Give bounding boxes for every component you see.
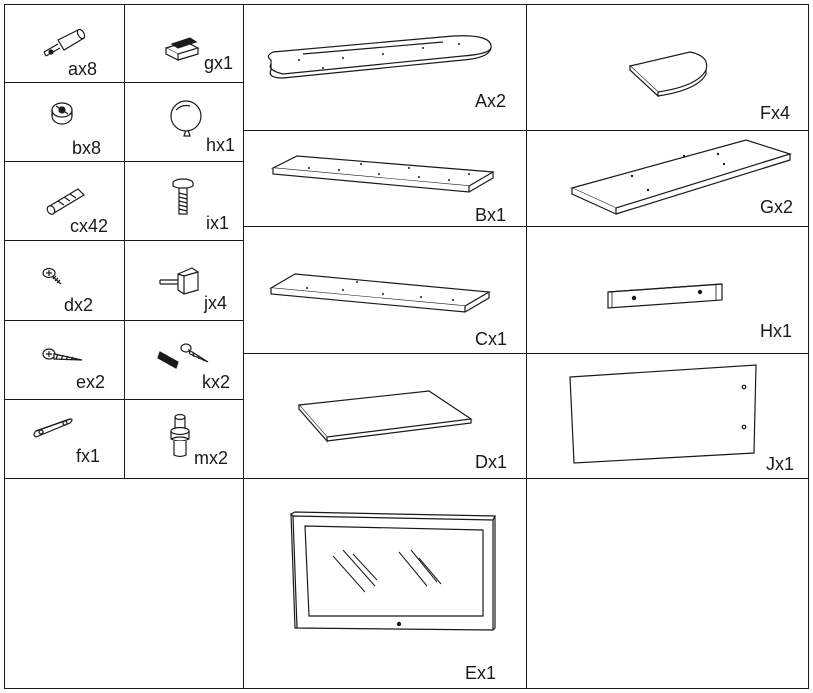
panel-label: Bx1 <box>475 205 507 225</box>
hardware-label: bx8 <box>72 138 102 158</box>
long-board-c-drawing <box>267 268 495 314</box>
panel-label: Jx1 <box>766 454 795 474</box>
bolt-icon <box>170 177 196 217</box>
connector-plate-icon <box>28 415 78 441</box>
hardware-label: kx2 <box>202 372 231 392</box>
cell-hardware-h: hx1 <box>124 82 243 161</box>
panel-label: Cx1 <box>475 329 508 349</box>
side-board-g-drawing <box>568 136 792 226</box>
cell-panel-e: Ex1 <box>243 478 526 689</box>
cell-hardware-a: ax8 <box>4 4 124 82</box>
hardware-label: ex2 <box>76 372 106 392</box>
hardware-label: dx2 <box>64 295 94 315</box>
hardware-label: jx4 <box>204 293 228 313</box>
cell-hardware-e: ex2 <box>4 320 124 399</box>
cell-panel-f: Fx4 <box>526 4 809 130</box>
curved-top-panel-drawing <box>263 30 499 86</box>
panel-label: Gx2 <box>760 197 794 217</box>
cam-bolt-icon <box>40 26 90 60</box>
connector-block-icon <box>162 32 202 62</box>
panel-label: Hx1 <box>760 321 793 341</box>
wood-screw-icon <box>42 346 84 368</box>
short-screw-icon <box>42 266 64 288</box>
knob-icon <box>166 98 206 138</box>
empty-cell-right <box>526 478 809 689</box>
panel-label: Ex1 <box>465 663 497 683</box>
rail-h-drawing <box>604 280 726 314</box>
long-board-b-drawing <box>269 150 499 198</box>
panel-label: Fx4 <box>760 103 791 123</box>
cell-panel-d: Dx1 <box>243 353 526 478</box>
cell-hardware-j: jx4 <box>124 240 243 320</box>
wood-dowel-icon <box>42 185 88 217</box>
cell-hardware-d: dx2 <box>4 240 124 320</box>
hardware-label: ix1 <box>206 213 230 233</box>
cell-hardware-i: ix1 <box>124 161 243 240</box>
shelf-support-icon <box>158 262 200 296</box>
spacer-leg-icon <box>166 411 194 461</box>
panel-label: Ax2 <box>475 91 507 111</box>
wall-anchor-icon <box>156 340 210 372</box>
panel-label: Dx1 <box>475 452 508 472</box>
cell-panel-j: Jx1 <box>526 353 809 478</box>
cam-lock-icon <box>46 100 78 128</box>
cell-panel-b: Bx1 <box>243 130 526 226</box>
cell-panel-a: Ax2 <box>243 4 526 130</box>
hardware-label: mx2 <box>194 448 229 468</box>
cell-hardware-f: fx1 <box>4 399 124 478</box>
hardware-label: cx42 <box>70 216 109 236</box>
hardware-label: gx1 <box>204 53 234 73</box>
cell-panel-h: Hx1 <box>526 226 809 353</box>
back-board-j-drawing <box>566 361 760 465</box>
hardware-label: fx1 <box>76 446 101 466</box>
cell-hardware-b: bx8 <box>4 82 124 161</box>
empty-cell-left <box>4 478 243 689</box>
cell-hardware-k: kx2 <box>124 320 243 399</box>
cell-hardware-m: mx2 <box>124 399 243 478</box>
mirror-e-drawing <box>287 510 499 634</box>
cell-panel-g: Gx2 <box>526 130 809 226</box>
quarter-shelf-drawing <box>626 46 712 98</box>
shelf-board-d-drawing <box>295 387 477 443</box>
cell-hardware-c: cx42 <box>4 161 124 240</box>
hardware-label: ax8 <box>68 59 98 79</box>
cell-panel-c: Cx1 <box>243 226 526 353</box>
hardware-label: hx1 <box>206 135 236 155</box>
cell-hardware-g: gx1 <box>124 4 243 82</box>
